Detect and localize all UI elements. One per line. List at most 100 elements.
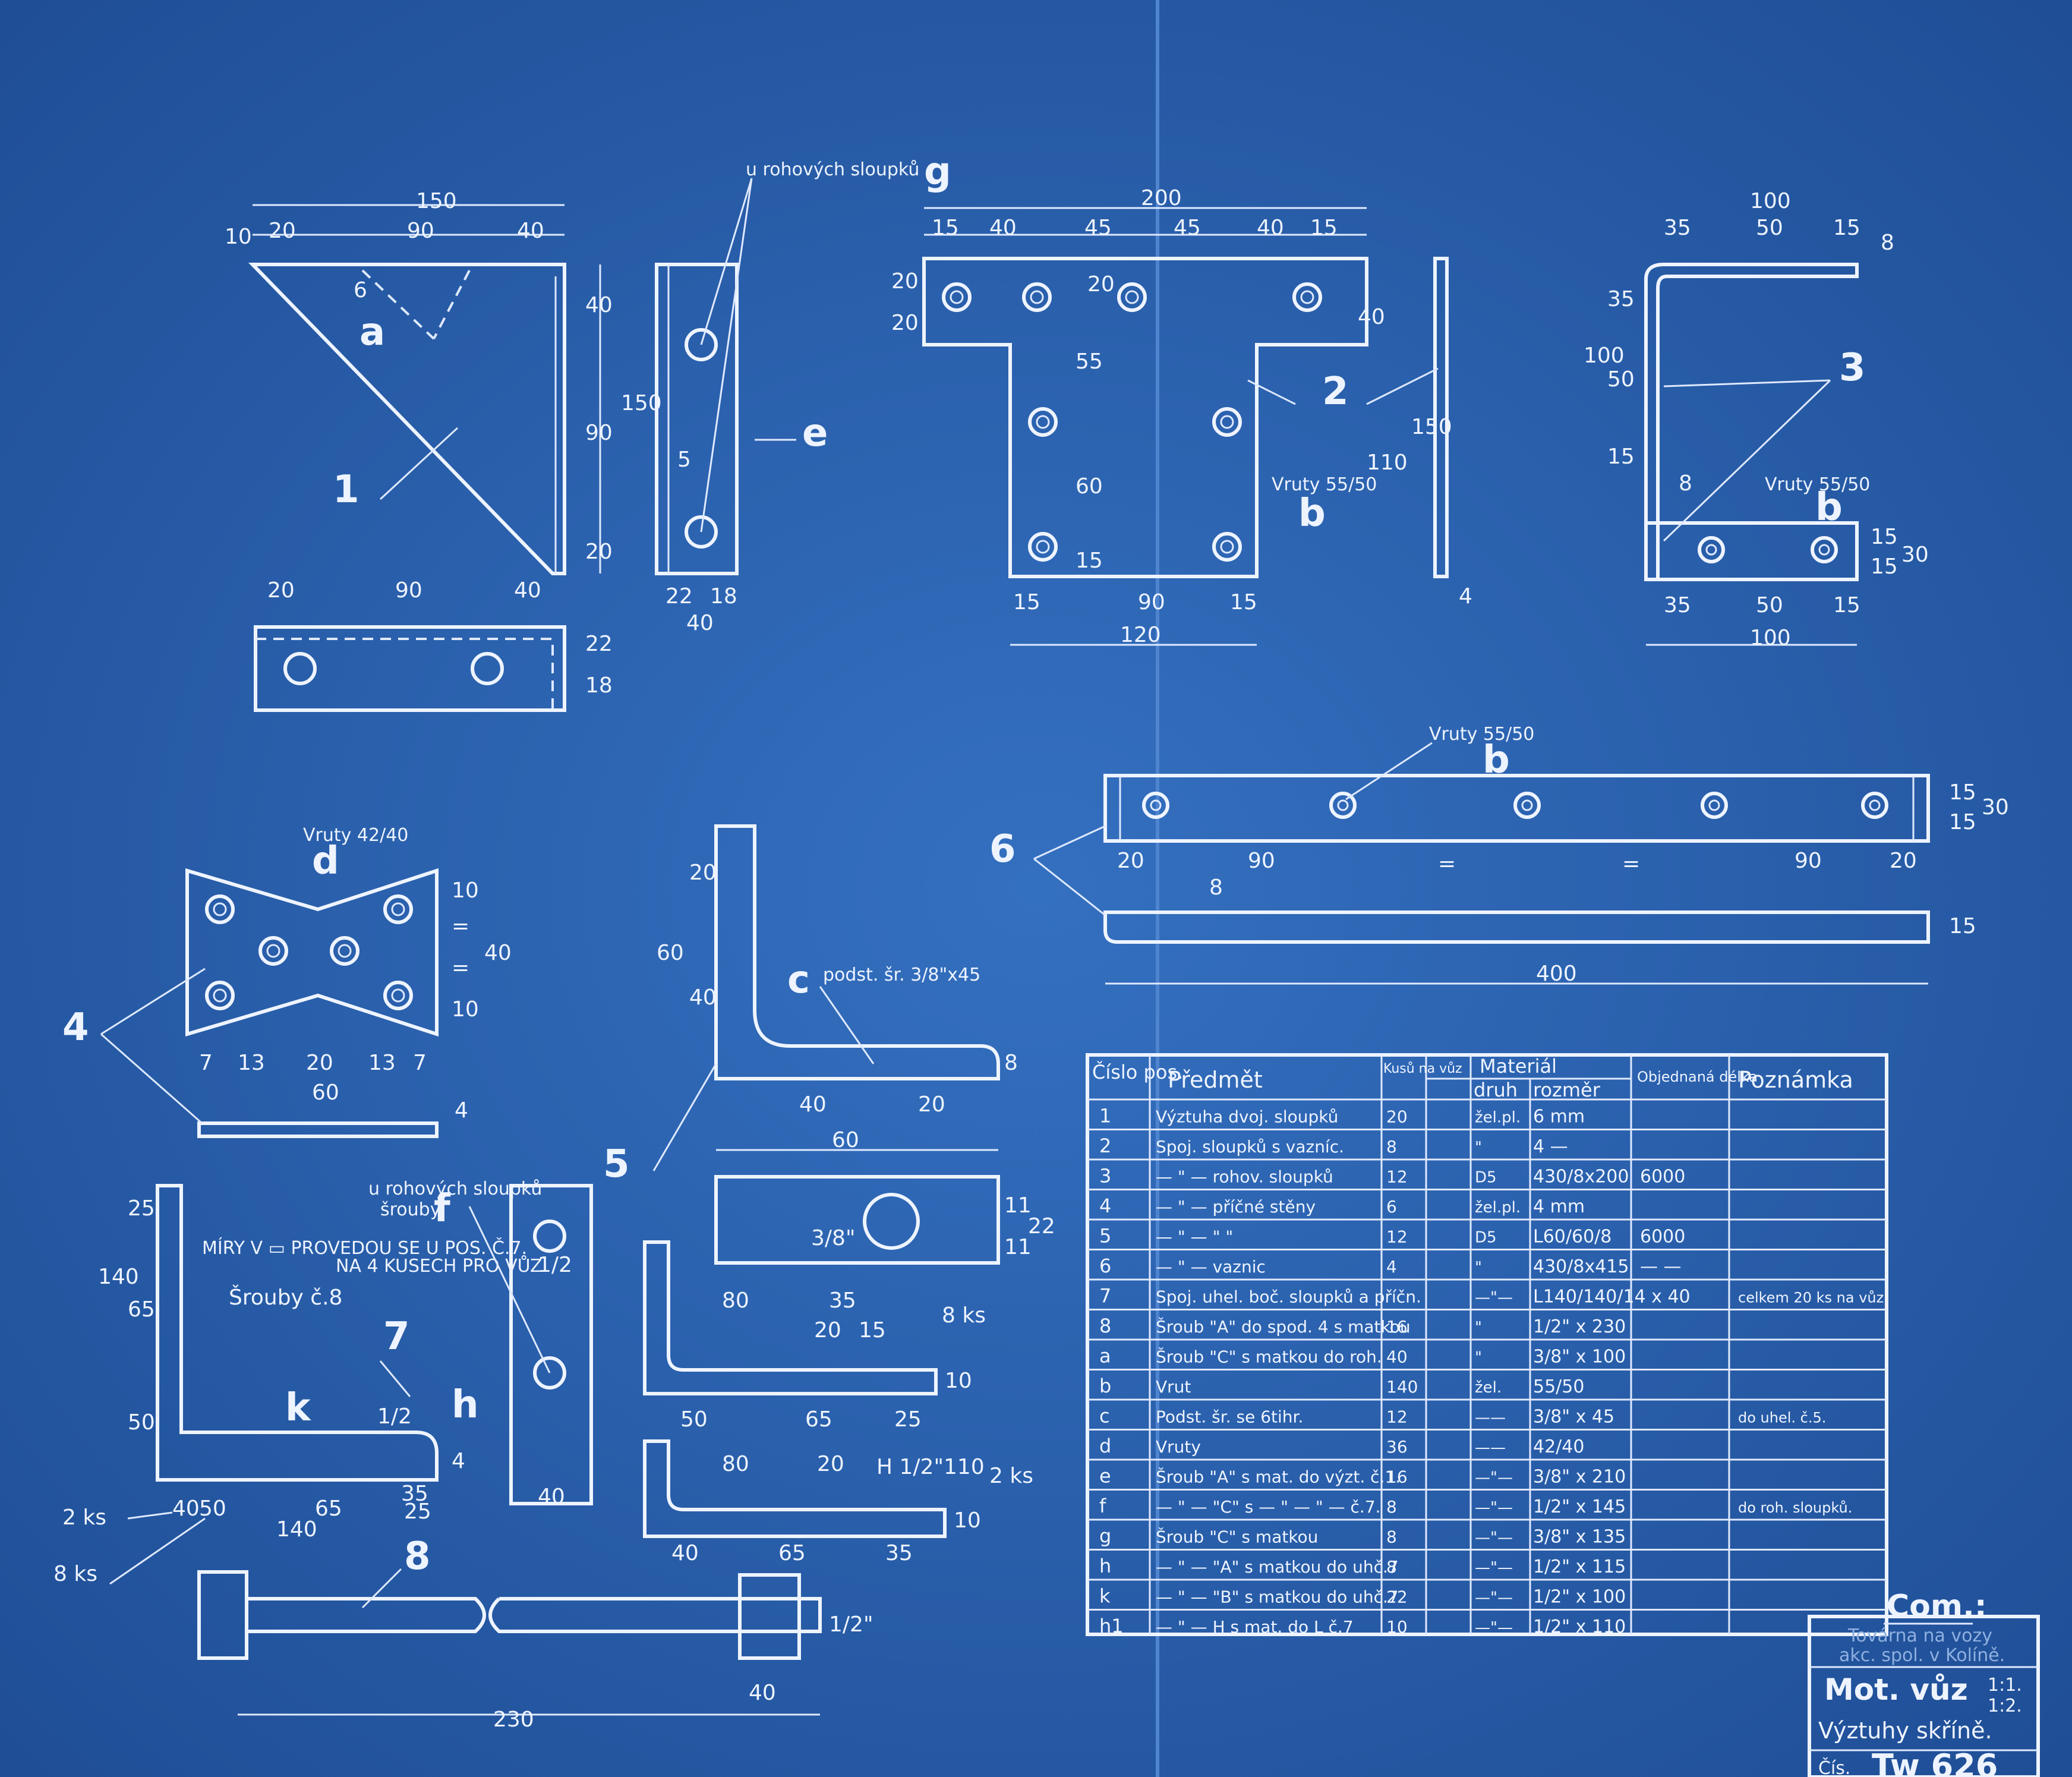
table-cell: — " — vaznic (1156, 1257, 1266, 1277)
p5-dim-11a: 11 (1004, 1193, 1032, 1218)
p8b-dim-80: 80 (722, 1452, 749, 1476)
table-cell: 12 (1386, 1407, 1408, 1427)
table-cell: —"— (1475, 1559, 1513, 1577)
p7-pos-label: 7 (383, 1315, 410, 1359)
p3-dim-8: 8 (1881, 231, 1894, 255)
table-cell: Vrut (1156, 1377, 1191, 1397)
p2-dim-150: 150 (1411, 415, 1452, 439)
p1b-dim-40: 40 (514, 578, 541, 603)
p3-dim-15d: 15 (1871, 554, 1898, 579)
p8-qty: 8 ks (53, 1562, 97, 1586)
p3-dim-100: 100 (1750, 189, 1791, 213)
p4-dim-13a: 13 (238, 1051, 265, 1075)
p2-dim-20a: 20 (891, 269, 919, 294)
table-cell: k (1099, 1585, 1111, 1608)
part-f-view: u rohových sloupků šrouby f 1/2 40 (368, 1179, 593, 1509)
p5-dim-60: 60 (657, 941, 684, 965)
p5-dim-20b: 20 (918, 1092, 945, 1117)
table-cell: 140 (1386, 1377, 1418, 1397)
table-cell: 6 mm (1533, 1107, 1585, 1127)
p1b-dim-90: 90 (395, 578, 422, 603)
table-cell: —"— (1475, 1289, 1513, 1307)
p7-ref-h: h (452, 1383, 479, 1427)
pe-dim-5: 5 (677, 448, 691, 472)
p8b-note: H 1/2"110 (876, 1455, 985, 1479)
table-cell: " (1475, 1259, 1482, 1277)
p3-screws: Vruty 55/50 (1765, 474, 1870, 495)
p5-dim-22: 22 (1028, 1214, 1055, 1239)
pe-dim-18: 18 (710, 584, 737, 609)
p8b-qty: 2 ks (989, 1464, 1033, 1488)
table-cell: žel. (1475, 1379, 1502, 1397)
tb-scale2: 1:2. (1988, 1696, 2022, 1716)
pf-ref-f: f (434, 1187, 451, 1231)
p6-dim-eq2: = (1622, 852, 1640, 876)
p5-dim-40: 40 (689, 985, 717, 1010)
table-cell: 430/8x415 (1533, 1256, 1629, 1277)
table-cell: c (1099, 1405, 1110, 1428)
p1-dim-40b: 40 (585, 293, 613, 317)
part-e-view: u rohových sloupků g e 5 22 18 40 (655, 150, 951, 635)
table-cell: — " — H s mat. do L č.7 (1156, 1617, 1354, 1637)
table-cell: 4 (1386, 1257, 1397, 1277)
p3-dim-100c: 100 (1750, 626, 1791, 650)
table-cell: D5 (1475, 1229, 1497, 1247)
p8-dim-230: 230 (493, 1707, 534, 1732)
p4-dim-10b: 10 (452, 997, 479, 1022)
table-cell: 12 (1386, 1227, 1408, 1247)
p7-dim-50b: 50 (199, 1496, 226, 1521)
table-cell: —— (1475, 1439, 1506, 1457)
p2-pos-label: 2 (1322, 370, 1349, 414)
table-cell: " (1475, 1349, 1482, 1367)
table-cell: 1/2" x 230 (1533, 1316, 1626, 1337)
p8-dim-40: 40 (749, 1681, 776, 1705)
p7-qty: 2 ks (62, 1505, 106, 1530)
p5-dim-20: 20 (689, 861, 717, 885)
p4-dim-eq1: = (452, 914, 469, 938)
p3-dim-35b: 35 (1607, 287, 1635, 311)
table-cell: 40 (1386, 1347, 1408, 1367)
p8b-dim-40: 40 (671, 1541, 699, 1565)
p6-dim-15c: 15 (1949, 914, 1976, 938)
tb-scale1: 1:1. (1988, 1675, 2022, 1696)
p4-dim-7b: 7 (413, 1051, 427, 1075)
th-qty: Kusů na vůz (1383, 1061, 1462, 1076)
p4-dim-4: 4 (455, 1098, 468, 1123)
th-length: Objednaná délka (1637, 1069, 1758, 1085)
table-cell: a (1099, 1345, 1111, 1368)
table-cell: 1/2" x 110 (1533, 1617, 1626, 1637)
p2-dim-110: 110 (1367, 450, 1408, 475)
p2-dim-15e: 15 (1230, 590, 1257, 615)
table-cell: L140/140/14 x 40 (1533, 1287, 1691, 1307)
th-pos: Číslo pos. (1092, 1060, 1183, 1083)
title-block: Com.: Továrna na vozy akc. spol. v Kolín… (1808, 1589, 2040, 1777)
p4-pos-label: 4 (62, 1006, 89, 1050)
p6-dim-15a: 15 (1949, 780, 1976, 805)
p2-dim-55: 55 (1076, 349, 1103, 374)
table-cell: žel.pl. (1475, 1199, 1521, 1217)
p7-dim-40: 40 (172, 1496, 200, 1521)
table-cell: 1/2" x 145 (1533, 1496, 1626, 1517)
table-cell: 430/8x200 (1533, 1167, 1629, 1187)
p4-dim-60: 60 (312, 1080, 339, 1105)
p3-dim-15: 15 (1833, 216, 1860, 240)
p8t-dim-20: 20 (814, 1318, 841, 1343)
p1-dim-90b: 90 (585, 421, 613, 445)
p2-dim-40c: 40 (1358, 305, 1385, 329)
p3-dim-50b: 50 (1607, 367, 1635, 392)
table-cell: 8 (1099, 1315, 1111, 1337)
table-cell: do uhel. č.5. (1738, 1410, 1826, 1426)
p1-dim-40: 40 (517, 219, 544, 243)
table-cell: 4 mm (1533, 1196, 1585, 1217)
table-cell: 1/2" x 115 (1533, 1557, 1626, 1577)
table-cell: Výztuha dvoj. sloupků (1156, 1107, 1338, 1127)
table-cell: 6000 (1640, 1167, 1685, 1187)
table-cell: 5 (1099, 1225, 1111, 1247)
th-material: Materiál (1480, 1055, 1557, 1077)
pe-dim-22: 22 (666, 584, 693, 609)
p8b-dim-35: 35 (885, 1541, 913, 1565)
p6-pos-label: 6 (989, 827, 1016, 871)
table-cell: Spoj. sloupků s vazníc. (1156, 1137, 1344, 1157)
table-cell: Spoj. uhel. boč. sloupků a příčn. (1156, 1287, 1421, 1307)
table-cell: — " — "B" s matkou do uhč.7 (1156, 1587, 1399, 1607)
